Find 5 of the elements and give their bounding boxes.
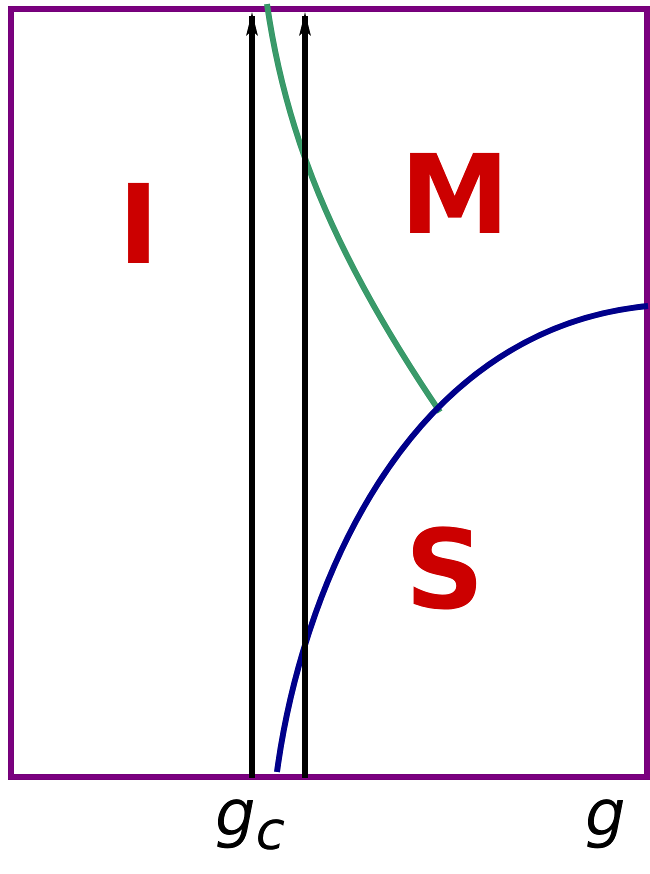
- phase-label: S: [405, 515, 484, 625]
- phase-label: I: [118, 170, 159, 280]
- axis-tick-label: g$_{c}$: [215, 782, 285, 858]
- phase-label: M: [400, 140, 510, 250]
- axis-label: g: [585, 782, 626, 846]
